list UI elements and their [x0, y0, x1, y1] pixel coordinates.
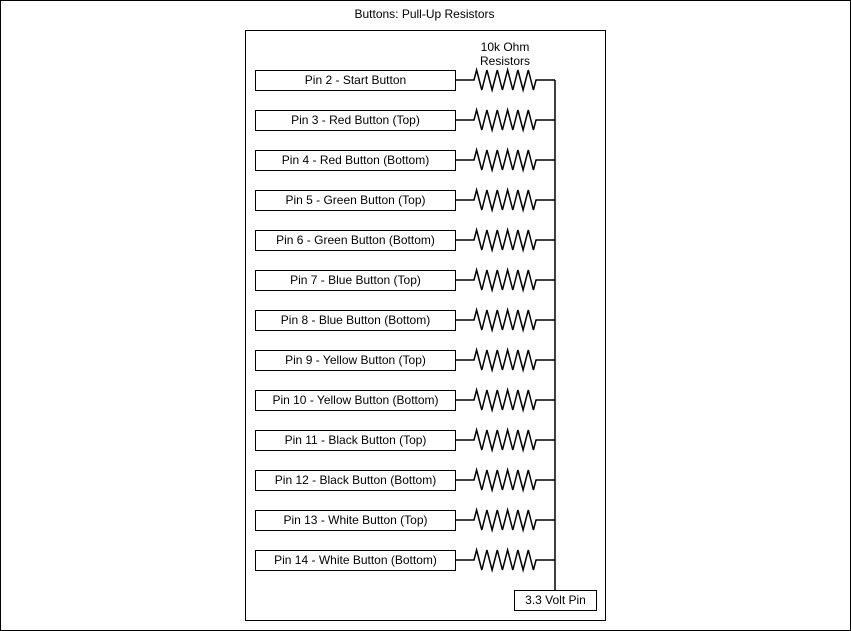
resistor-label-line-2: Resistors: [479, 54, 530, 68]
pin-box: Pin 4 - Red Button (Bottom): [255, 150, 456, 171]
pin-box: Pin 5 - Green Button (Top): [255, 190, 456, 211]
resistor: [455, 427, 555, 453]
pin-box: Pin 8 - Blue Button (Bottom): [255, 310, 456, 331]
pin-box: Pin 7 - Blue Button (Top): [255, 270, 456, 291]
pin-box: Pin 12 - Black Button (Bottom): [255, 470, 456, 491]
circuit-panel: [245, 30, 606, 621]
resistor: [455, 507, 555, 533]
diagram-title: Buttons: Pull-Up Resistors: [354, 7, 495, 21]
resistor: [455, 347, 555, 373]
pin-box: Pin 11 - Black Button (Top): [255, 430, 456, 451]
pin-box: Pin 6 - Green Button (Bottom): [255, 230, 456, 251]
pin-box: Pin 13 - White Button (Top): [255, 510, 456, 531]
resistor: [455, 187, 555, 213]
resistor: [455, 227, 555, 253]
resistor: [455, 547, 555, 573]
resistor-label: 10k Ohm Resistors: [460, 40, 550, 68]
pin-box: Pin 2 - Start Button: [255, 70, 456, 91]
pin-box: Pin 9 - Yellow Button (Top): [255, 350, 456, 371]
resistor: [455, 107, 555, 133]
resistor: [455, 267, 555, 293]
power-pin-box: 3.3 Volt Pin: [514, 590, 597, 611]
resistor-label-line-1: 10k Ohm: [480, 40, 530, 54]
resistor: [455, 307, 555, 333]
pin-box: Pin 3 - Red Button (Top): [255, 110, 456, 131]
resistor: [455, 67, 555, 93]
resistor: [455, 147, 555, 173]
resistor: [455, 467, 555, 493]
pin-box: Pin 14 - White Button (Bottom): [255, 550, 456, 571]
resistor: [455, 387, 555, 413]
pin-box: Pin 10 - Yellow Button (Bottom): [255, 390, 456, 411]
